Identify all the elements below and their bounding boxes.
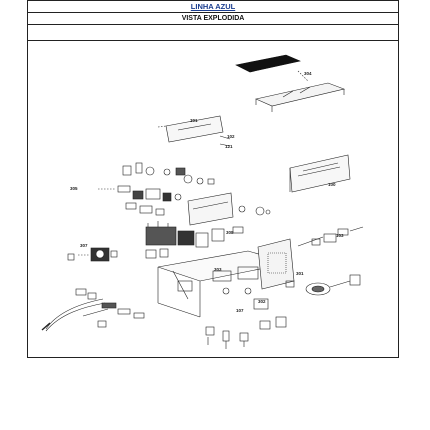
rear-panel-part bbox=[257, 226, 364, 290]
callout-107: 107 bbox=[236, 308, 244, 313]
callout-307: 307 bbox=[80, 243, 88, 248]
blank-header-row bbox=[28, 25, 398, 41]
callout-305: 305 bbox=[70, 186, 78, 191]
control-components-cluster bbox=[98, 162, 215, 216]
torch-cable-part bbox=[41, 288, 145, 332]
transformer-part bbox=[145, 221, 244, 248]
feet-screws-part bbox=[205, 316, 287, 349]
callout-302: 302 bbox=[258, 299, 266, 304]
callout-301-rear: 301 bbox=[296, 271, 304, 276]
exploded-view-sheet: LINHA AZUL VISTA EXPLODIDA bbox=[27, 0, 399, 358]
upper-frame-part bbox=[255, 70, 346, 112]
top-cover-part bbox=[235, 54, 301, 73]
callout-labels: 304 301 102 121 100 305 307 308 103 301 … bbox=[70, 71, 344, 313]
callout-121: 121 bbox=[225, 144, 233, 149]
exploded-view-diagram: 304 301 102 121 100 305 307 308 103 301 … bbox=[41, 54, 364, 349]
middle-panel-part bbox=[187, 192, 271, 226]
front-panel-part bbox=[157, 115, 231, 147]
callout-304: 304 bbox=[304, 71, 312, 76]
callout-102: 102 bbox=[227, 134, 235, 139]
callout-308: 308 bbox=[226, 230, 234, 235]
callout-100: 100 bbox=[328, 182, 336, 187]
callout-103: 103 bbox=[336, 233, 344, 238]
callout-303: 303 bbox=[214, 267, 222, 272]
fan-module-part bbox=[67, 247, 169, 262]
sheet-title: LINHA AZUL bbox=[28, 1, 398, 13]
callout-301: 301 bbox=[190, 118, 198, 123]
cable-clamp-part bbox=[285, 274, 361, 296]
side-panel-part bbox=[289, 154, 351, 193]
sheet-subtitle: VISTA EXPLODIDA bbox=[28, 13, 398, 25]
